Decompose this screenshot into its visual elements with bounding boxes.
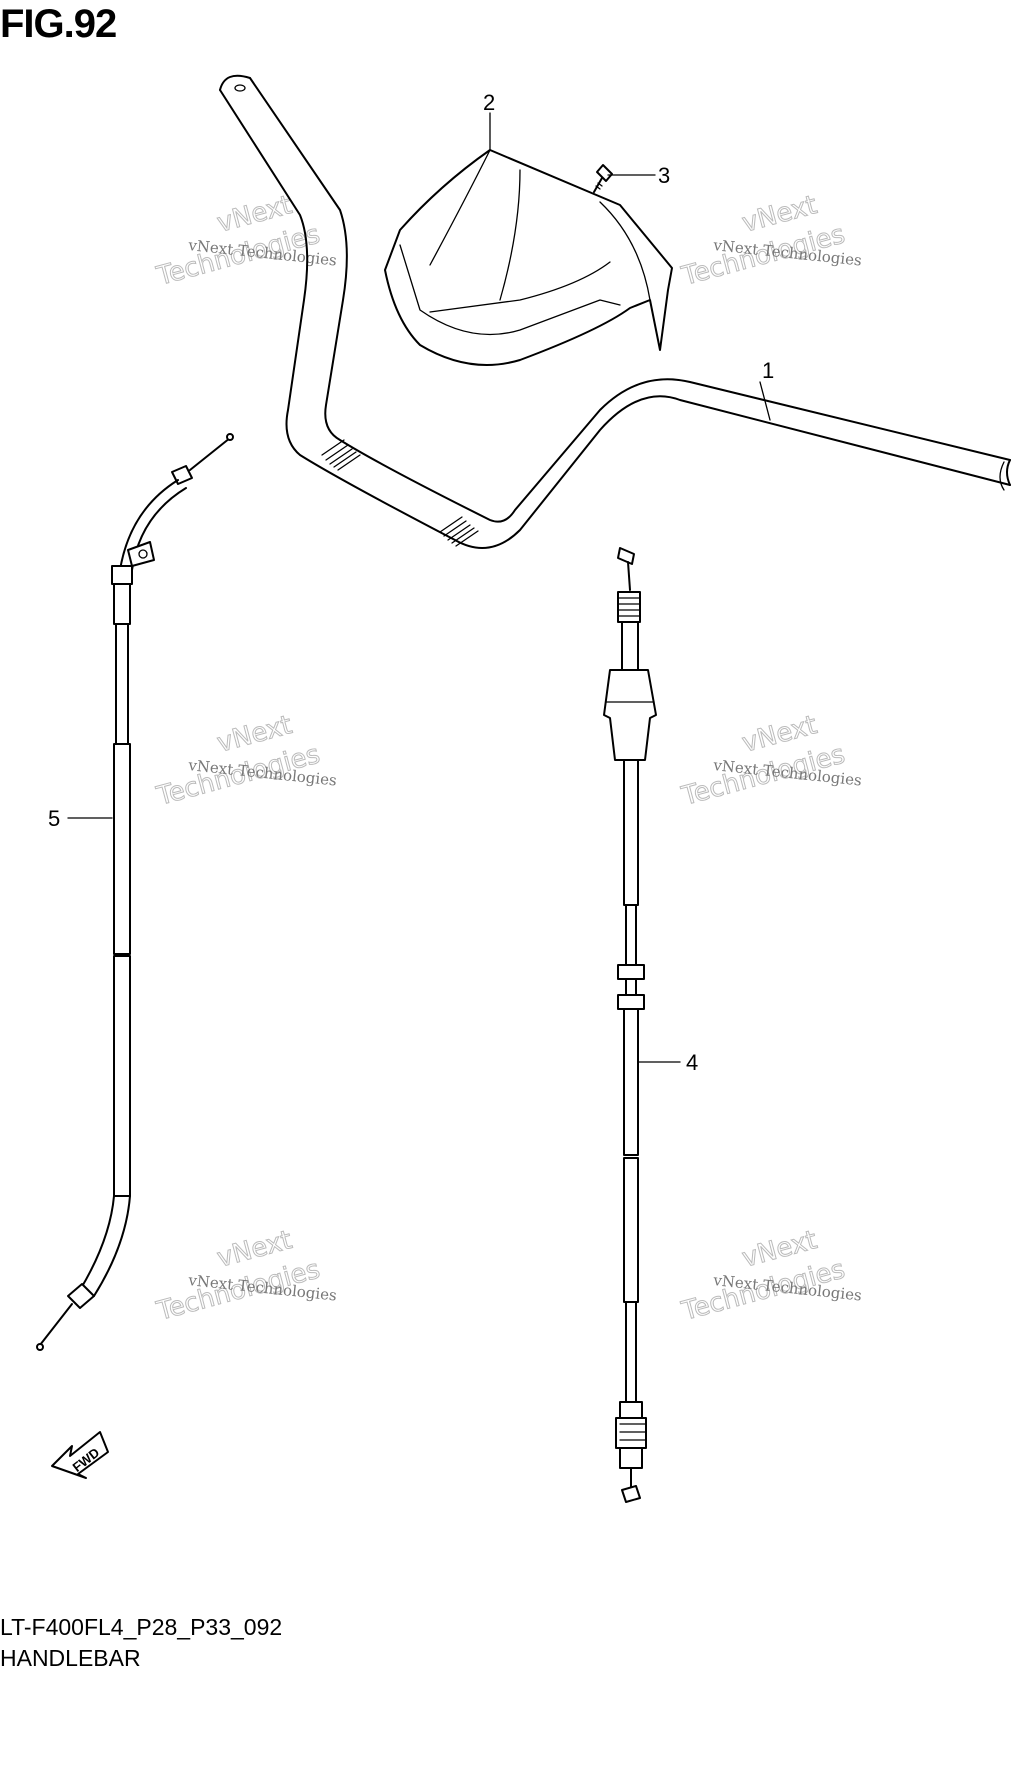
figure-title: FIG.92 <box>0 2 117 46</box>
callout-2: 2 <box>483 90 495 115</box>
callout-4: 4 <box>686 1050 698 1075</box>
watermark: vNext Technologies vNext Technologies <box>153 1225 338 1328</box>
callout-1: 1 <box>762 358 774 383</box>
watermark: vNext Technologies vNext Technologies <box>678 1225 863 1328</box>
part-5-cable[interactable] <box>36 433 234 1351</box>
watermark: vNext Technologies vNext Technologies <box>678 190 863 293</box>
figure-name: HANDLEBAR <box>0 1645 141 1671</box>
watermark: vNext Technologies vNext Technologies <box>153 190 338 293</box>
part-3-screw[interactable] <box>593 164 613 193</box>
callout-5: 5 <box>48 806 60 831</box>
knurl-band <box>439 516 479 547</box>
watermark: vNext Technologies vNext Technologies <box>153 710 338 813</box>
part-4-cable[interactable] <box>603 547 681 1503</box>
leader-1 <box>759 381 771 421</box>
callout-3: 3 <box>658 163 670 188</box>
watermark: vNext Technologies vNext Technologies <box>678 710 863 813</box>
figure-code: LT-F400FL4_P28_P33_092 <box>0 1614 283 1640</box>
part-1-handlebar[interactable] <box>219 74 1011 549</box>
knurl-band <box>321 439 361 471</box>
part-2-handlebar-cover[interactable] <box>384 149 673 366</box>
fwd-arrow-icon: FWD <box>51 1431 109 1479</box>
